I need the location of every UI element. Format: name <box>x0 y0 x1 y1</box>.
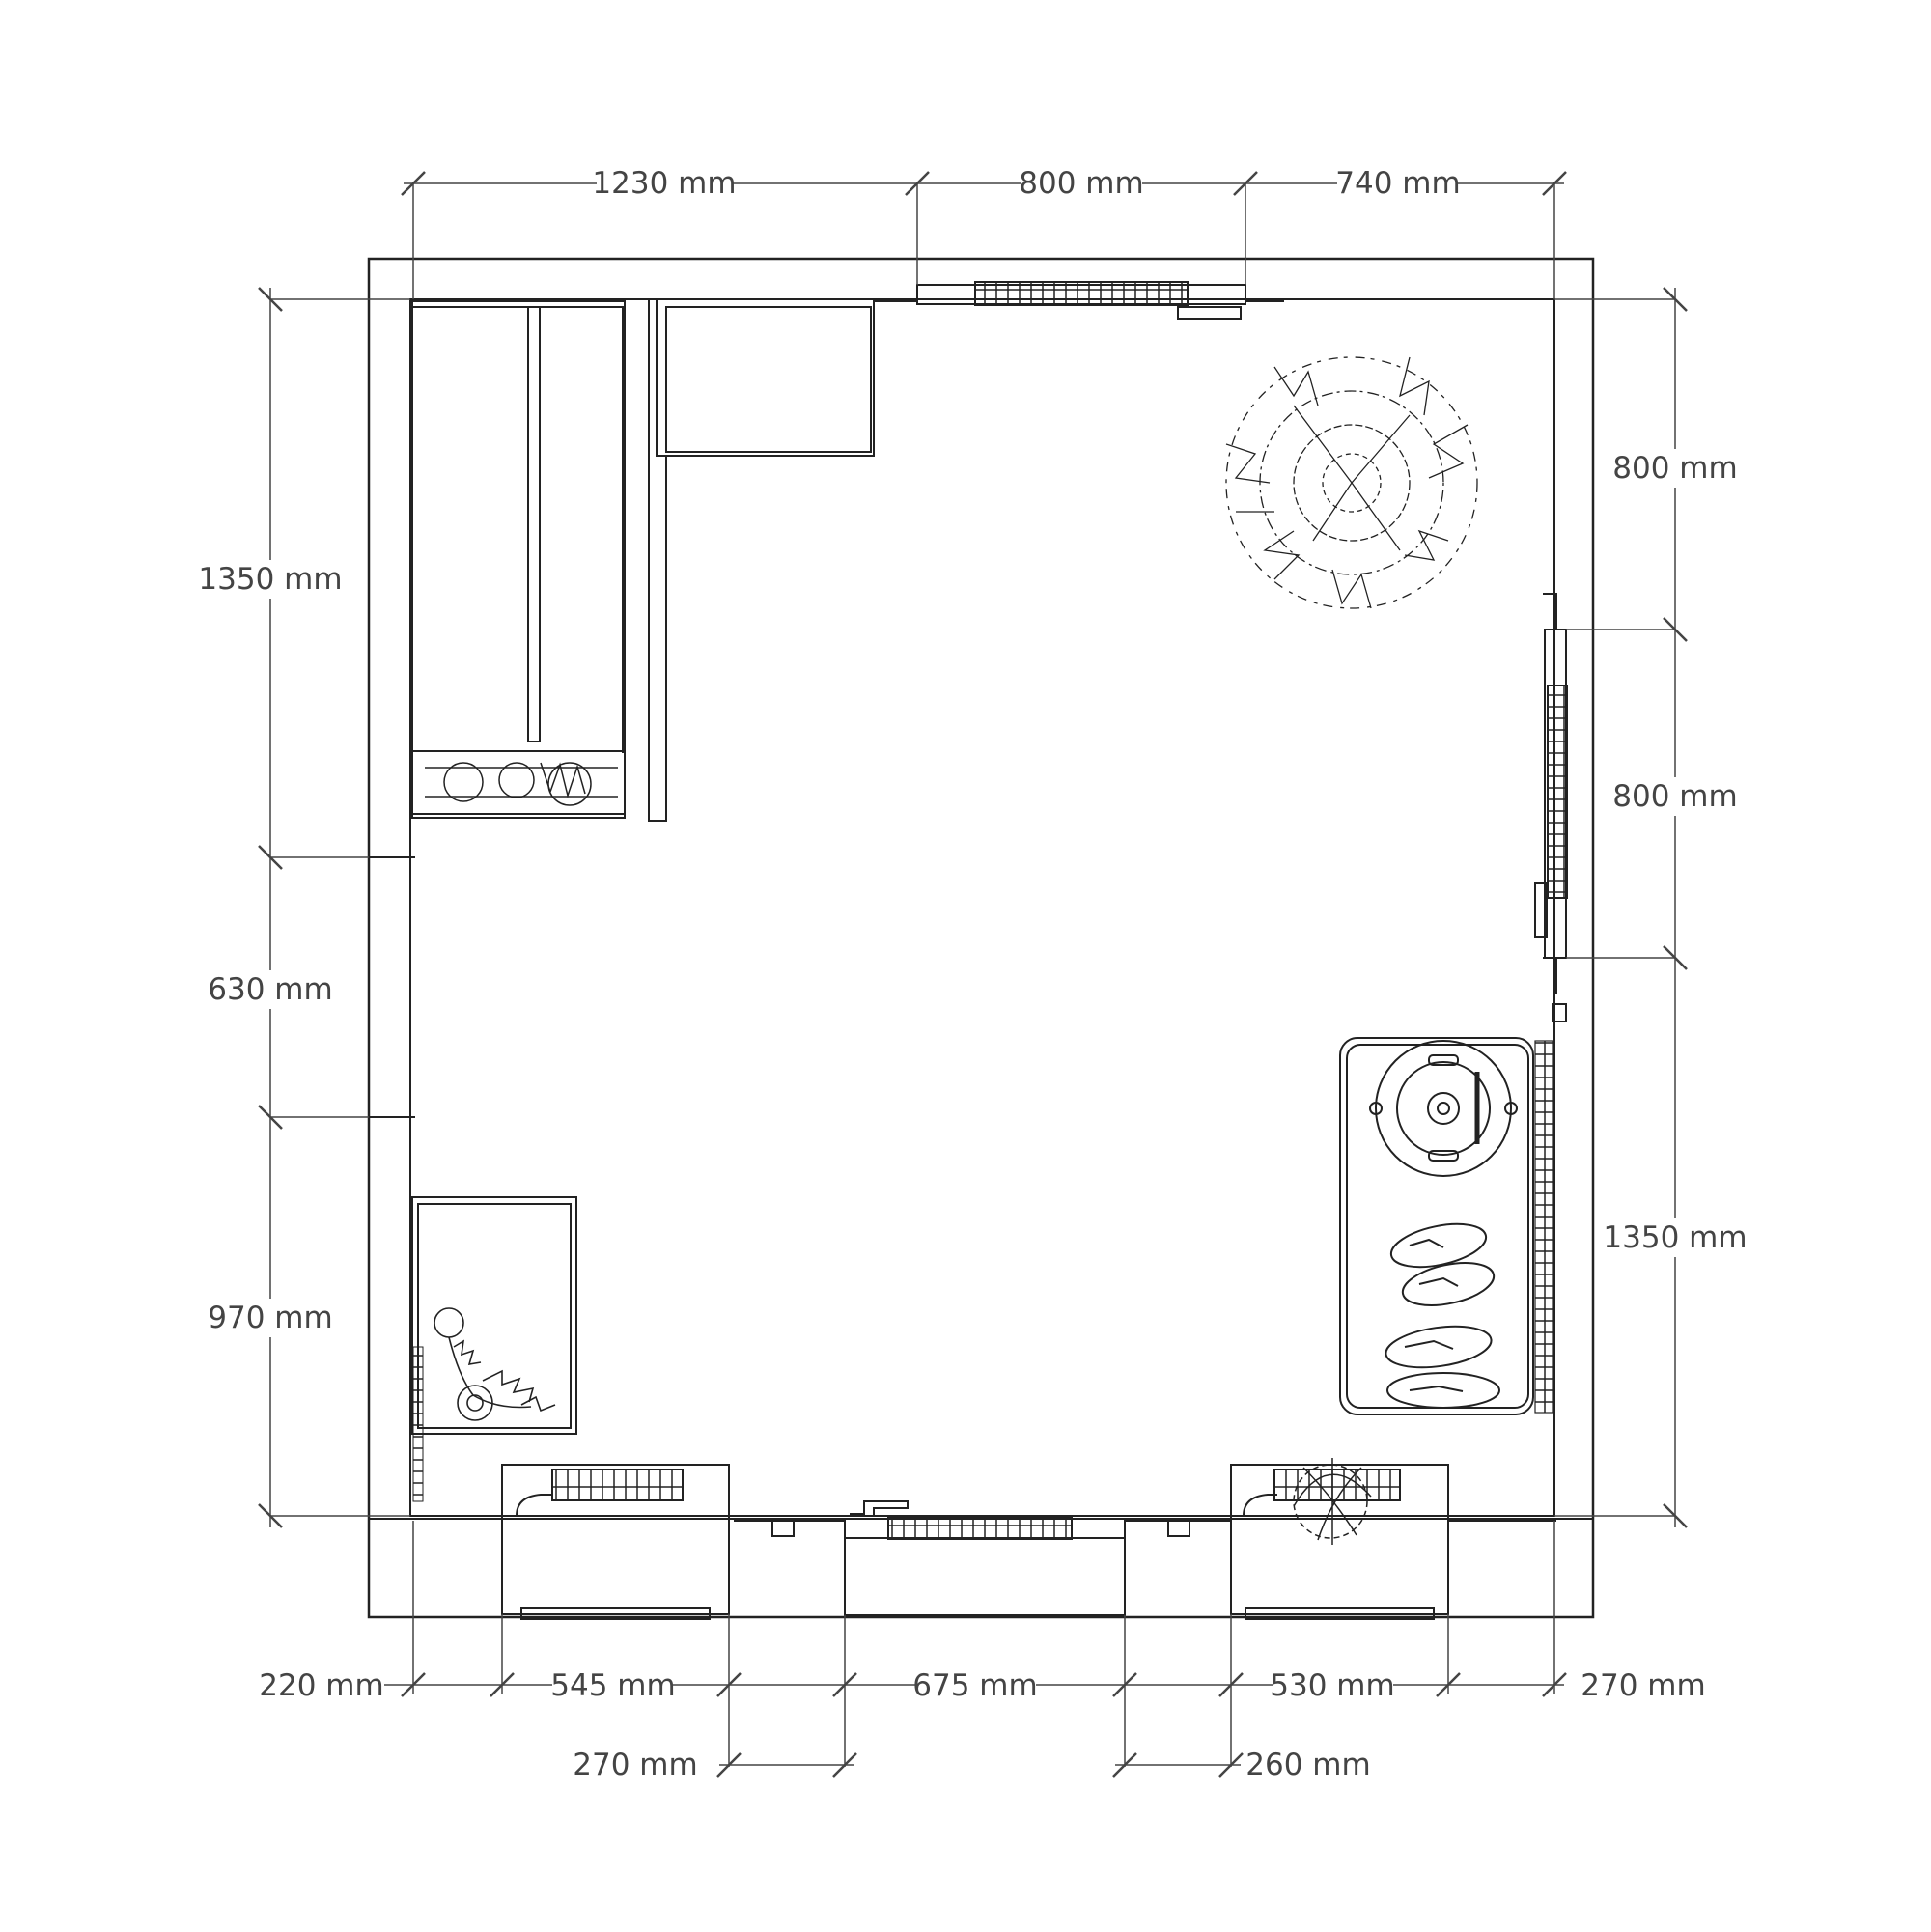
dim-left-1: 1350 mm <box>198 562 342 597</box>
dim-right-3: 1350 mm <box>1603 1220 1747 1255</box>
plant-icon <box>1225 356 1478 609</box>
window-bottom[interactable] <box>734 1500 1556 1616</box>
potted-plant-icon <box>434 1307 556 1421</box>
dimension-labels: 1230 mm 800 mm 740 mm 1350 mm 630 mm 970… <box>198 166 1748 1782</box>
dim-top-2: 800 mm <box>1019 166 1143 201</box>
dim-right-2: 800 mm <box>1612 779 1737 814</box>
outer-wall <box>367 257 1595 1619</box>
inner-wall <box>409 298 1555 1517</box>
dim-bottom-2: 545 mm <box>550 1668 675 1703</box>
shoe-mat[interactable] <box>1339 1037 1553 1415</box>
walls <box>367 257 1595 1619</box>
corner-cabinet[interactable] <box>625 298 875 822</box>
dim-bottom-7: 260 mm <box>1245 1748 1370 1782</box>
dim-right-1: 800 mm <box>1612 451 1737 486</box>
side-table[interactable] <box>411 1196 577 1502</box>
radiator-left[interactable] <box>501 1464 730 1620</box>
window-top[interactable] <box>874 281 1284 320</box>
radiator-right[interactable] <box>1230 1464 1449 1620</box>
dim-bottom-1: 220 mm <box>259 1668 383 1703</box>
dim-bottom-5: 270 mm <box>1581 1668 1705 1703</box>
shoe-rack-icon <box>425 762 618 806</box>
dim-top-1: 1230 mm <box>592 166 736 201</box>
small-plant-icon <box>1293 1458 1372 1545</box>
dim-left-3: 970 mm <box>208 1301 332 1335</box>
dim-bottom-3: 675 mm <box>912 1668 1037 1703</box>
dim-bottom-4: 530 mm <box>1270 1668 1394 1703</box>
dim-left-2: 630 mm <box>208 972 332 1007</box>
dim-bottom-6: 270 mm <box>573 1748 697 1782</box>
dimension-lines <box>258 171 1688 1778</box>
shoes-icon <box>1385 1222 1500 1409</box>
window-right[interactable] <box>1534 593 1568 1022</box>
dim-top-3: 740 mm <box>1335 166 1460 201</box>
robot-vacuum-icon <box>1369 1040 1518 1177</box>
wardrobe[interactable] <box>411 300 626 819</box>
